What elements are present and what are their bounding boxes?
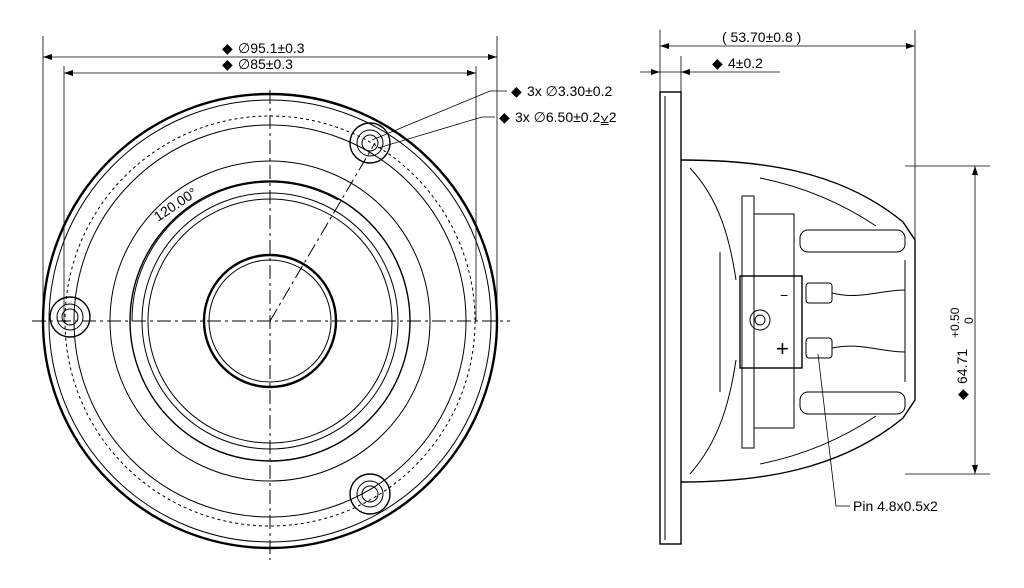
angle-arc (131, 181, 339, 322)
mounting-hole-left (49, 296, 91, 338)
dim-outer-label: ∅95.1±0.3 (238, 40, 305, 56)
dust-cap-inner (208, 259, 332, 383)
outer-flange-inner-edge (48, 99, 492, 543)
magnet-body (753, 213, 795, 429)
mounting-hole-top-right (349, 122, 391, 164)
dim-flange-arrows (651, 69, 690, 75)
dim-depth-label: ( 53.70±0.8 ) (722, 29, 801, 45)
leader-hole-counterbore (377, 116, 495, 149)
dust-cap-outer (202, 253, 338, 389)
hole-counterbore-label: 3x ∅6.50±0.2⩣2 (515, 109, 617, 125)
dim-height-tol-lower: 0 (962, 317, 976, 324)
terminal-block (739, 275, 803, 369)
front-view: 120.00° ◆ ∅95.1±0.3 ◆ ∅85±0.3 ◆ 3x ∅3.30… (32, 36, 617, 560)
terminal-plus: + (776, 336, 789, 361)
rear-window-bottom (799, 391, 906, 415)
mounting-hole-bottom-right (349, 473, 391, 515)
terminal-leads (831, 289, 906, 353)
dim-flange-marker: ◆ (712, 55, 723, 71)
surround-outer (129, 180, 411, 462)
leader-hole-through (371, 90, 507, 141)
magnet-plate (741, 195, 755, 449)
cone-edge (147, 198, 393, 444)
frame-ring (109, 160, 431, 482)
radial-centerline (269, 142, 376, 322)
rear-window-top (799, 229, 906, 253)
terminal-rivet-inner (754, 314, 766, 326)
dim-flange-label: 4±0.2 (728, 55, 763, 71)
hole-through-label: 3x ∅3.30±0.2 (527, 83, 612, 99)
dim-height-tol-upper: +0.50 (948, 307, 962, 338)
dim-inner-label: ∅85±0.3 (238, 56, 293, 72)
dim-inner-marker: ◆ (222, 56, 233, 72)
terminal-tab-bottom (805, 337, 833, 359)
dim-outer-marker: ◆ (222, 40, 233, 56)
flange-plate (659, 91, 682, 545)
basket-spokes (689, 167, 737, 475)
dim-height-marker: ◆ (954, 389, 970, 400)
terminal-minus: − (780, 287, 788, 303)
leader-pin (817, 353, 850, 507)
pin-note: Pin 4.8x0.5x2 (853, 498, 938, 514)
mounting-bolt-circle (64, 115, 476, 527)
hole-counterbore-marker: ◆ (499, 109, 510, 125)
surround-inner (141, 192, 399, 450)
terminal-tab-top (805, 282, 833, 304)
terminal-rivet (749, 309, 771, 331)
side-view: − + Pin 4.8x0.5x2 ( 53.70±0.8 ) ◆ 4±0.2 … (640, 29, 990, 545)
basket-ribs (759, 177, 877, 465)
basket-outline (680, 159, 916, 483)
hole-through-marker: ◆ (511, 83, 522, 99)
flange-groove (73, 124, 467, 518)
dim-height-label: 64.71 (954, 349, 970, 384)
